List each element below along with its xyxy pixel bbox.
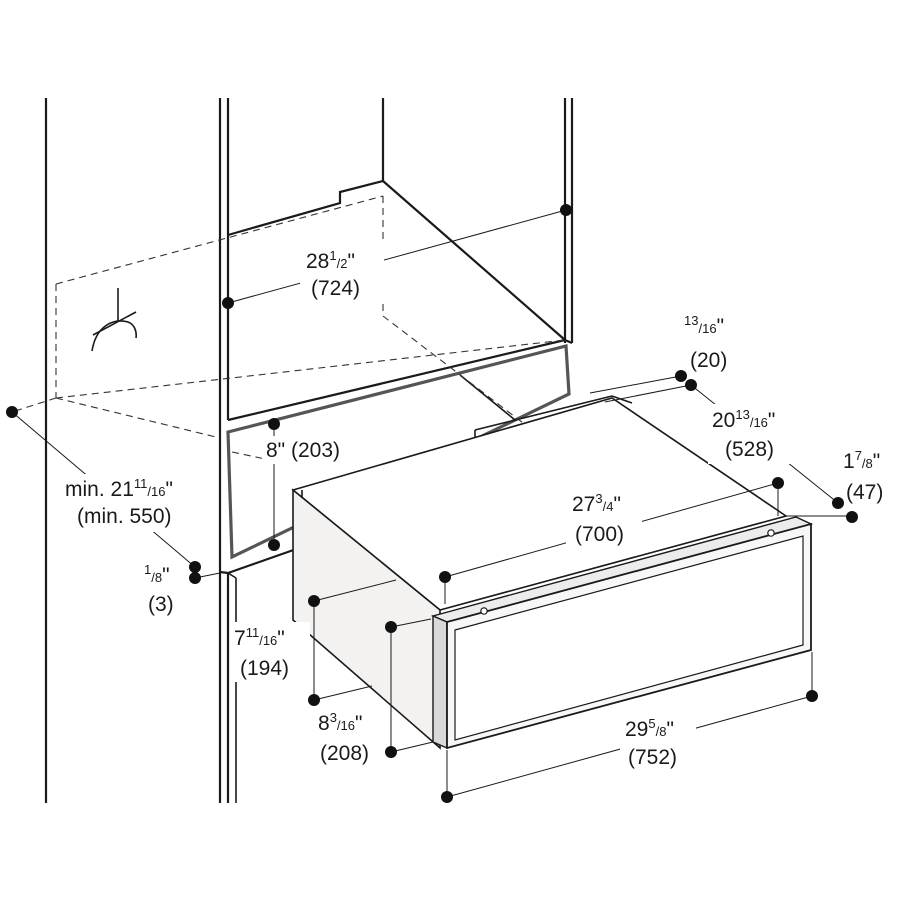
svg-text:281/2": 281/2": [306, 248, 355, 273]
svg-text:(3): (3): [148, 593, 174, 616]
svg-text:(752): (752): [628, 746, 677, 769]
svg-text:295/8": 295/8": [625, 716, 674, 741]
label-gap: 1/8" (3): [144, 562, 174, 616]
svg-text:(528): (528): [725, 438, 774, 461]
svg-text:(700): (700): [575, 523, 624, 546]
label-drawer-depth: 2013/16" (528): [708, 404, 808, 464]
label-front-offset: 13/16" (20): [684, 313, 727, 372]
svg-text:1/8": 1/8": [144, 562, 170, 587]
label-niche-height: 8" (203): [262, 436, 358, 464]
svg-text:83/16": 83/16": [318, 710, 362, 735]
svg-text:8" (203): 8" (203): [266, 439, 340, 462]
svg-text:711/16": 711/16": [234, 625, 285, 650]
power-outlet-icon: [91, 288, 137, 352]
dimension-dots: [6, 204, 858, 803]
svg-text:(208): (208): [320, 742, 369, 765]
cabinet-walls: [44, 98, 574, 803]
label-front-width: 295/8" (752): [620, 710, 696, 772]
label-min-depth: min. 2111/16" (min. 550): [62, 474, 212, 532]
label-body-width: 273/4" (700): [566, 486, 642, 548]
svg-text:(194): (194): [240, 657, 289, 680]
svg-text:13/16": 13/16": [684, 313, 724, 338]
svg-text:min. 2111/16": min. 2111/16": [65, 476, 173, 501]
niche-frame: [226, 343, 571, 560]
cabinet-shelf: [227, 179, 573, 422]
svg-text:2013/16": 2013/16": [712, 407, 775, 432]
label-body-height: 711/16" (194): [232, 622, 310, 682]
label-front-height: 83/16" (208): [314, 706, 384, 766]
lower-cabinet: [219, 545, 303, 803]
svg-text:273/4": 273/4": [572, 491, 621, 516]
svg-text:(20): (20): [690, 349, 727, 372]
svg-text:(min. 550): (min. 550): [77, 505, 172, 528]
svg-text:(724): (724): [311, 277, 360, 300]
label-panel-thickness: 17/8" (47): [843, 448, 883, 504]
drawer-front-panel: [430, 516, 814, 750]
svg-text:(47): (47): [846, 481, 883, 504]
label-cabinet-depth: 281/2" (724): [300, 244, 384, 302]
svg-text:17/8": 17/8": [843, 448, 880, 473]
